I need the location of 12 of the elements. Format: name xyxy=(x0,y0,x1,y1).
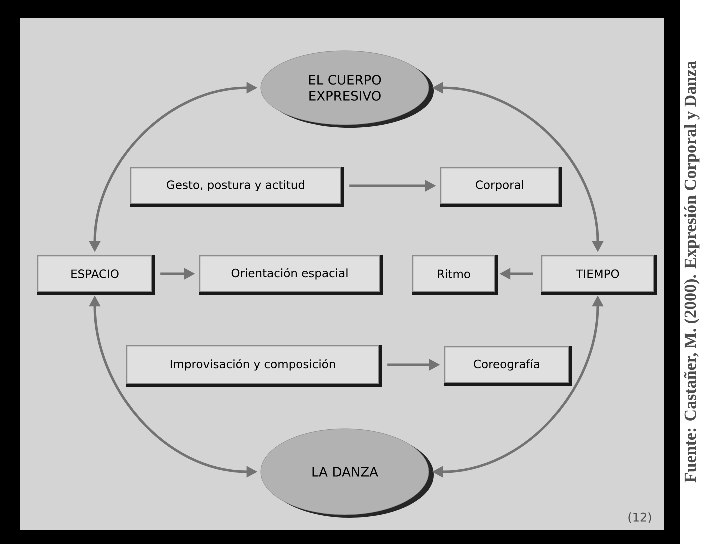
beveled-box: Improvisación y composición xyxy=(126,345,382,388)
beveled-box: Ritmo xyxy=(412,255,498,296)
beveled-box: Coreografía xyxy=(444,346,572,386)
beveled-box: ESPACIO xyxy=(37,255,156,296)
beveled-box: Corporal xyxy=(440,167,562,208)
page-number: (12) xyxy=(628,512,652,524)
beveled-box: Orientación espacial xyxy=(199,255,384,296)
ellipse-node: EL CUERPO EXPRESIVO xyxy=(260,50,434,128)
beveled-box: TIEMPO xyxy=(541,255,658,296)
ellipse-node: LA DANZA xyxy=(260,428,434,518)
beveled-box: Gesto, postura y actitud xyxy=(130,167,344,208)
source-caption: Fuente: Castañer, M. (2000). Expresión Corporal y Danza xyxy=(684,61,700,483)
